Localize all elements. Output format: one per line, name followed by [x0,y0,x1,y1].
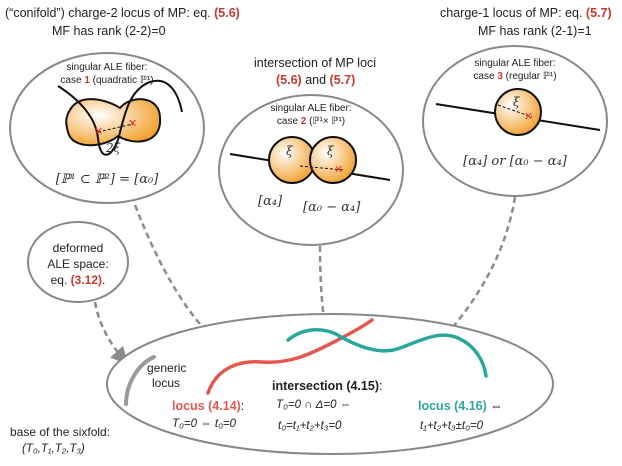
xi-segment [299,165,345,171]
locus-416-curve [286,327,488,378]
singular-point-marker: ✕ [94,125,103,138]
caption-intersection-refs: (5.6) and (5.7) [276,73,355,87]
base-label-line1: base of the sixfold: [10,425,110,439]
bubble-deformed-ale: deformed ALE space: eq. (3.12). [27,221,129,303]
xi-label-right: ξ [327,144,335,158]
caption-charge1-rank: MF has rank (2-1)=1 [478,24,592,38]
locus-416-label: locus (4.16) ⇔ [418,399,503,413]
caption-charge2-rank: MF has rank (2-2)=0 [52,24,166,38]
bubble3-case: case 3 (regular ℙ¹) [473,71,556,82]
bubble3-title: singular ALE fiber: [474,58,555,69]
xi-segment [97,123,134,133]
deformed-line2: ALE space: [47,257,108,271]
bubble-case-3: singular ALE fiber: case 3 (regular ℙ¹) … [422,45,608,197]
p1-sphere-right [309,136,357,184]
bubble2-label-left: [α₄] [258,194,283,209]
bubble2-case: case 2 (ℙ¹× ℙ¹) [277,116,345,127]
singular-point-marker: ✕ [128,117,137,130]
deformed-line3: eq. (3.12). [51,273,106,287]
bubble3-formula: [α₄] or [α₀ − α₄] [463,154,568,169]
fiber-curve [57,79,183,156]
base-ellipse [106,313,554,455]
locus-416-equation: t₁+t₂+t₃±t₀=0 [420,420,484,432]
bubble1-formula: [ℙ¹ ⊂ ℙ²] = [α₀] [56,172,159,187]
xi-label: 2ξ [105,141,122,155]
singular-point-marker: ✕ [524,110,533,123]
base-label-line2: (T₀,T₁,T₂,T₃) [22,443,85,455]
quadratic-p1-shape [65,98,162,147]
generic-locus-line1: generic [147,361,186,375]
generic-locus-curve [124,355,156,406]
xi-label: ξ [513,95,521,109]
locus-414-curve [206,318,374,395]
bubble2-label-right: [α₀ − α₄] [303,200,361,215]
bubble-case-1: singular ALE fiber: case 1 (quadratic ℙ¹… [9,52,205,204]
locus-414-label: locus (4.14): [172,399,244,413]
caption-charge2: (“conifold”) charge-2 locus of MP: eq. (… [5,6,240,20]
bubble-case-2: singular ALE fiber: case 2 (ℙ¹× ℙ¹) ✕ ξ … [218,94,404,246]
singular-point-marker: ✕ [334,163,343,176]
caption-charge1: charge-1 locus of MP: eq. (5.7) [440,6,612,20]
intersection-eq2: t₀=t₁+t₂+t₃=0 [278,420,342,432]
arrow-deformed-to-generic [93,301,129,365]
bubble2-title: singular ALE fiber: [270,103,351,114]
intersection-eq1: T₀=0 ∩ Δ=0 ⇔ [276,399,351,411]
xi-segment [497,104,533,118]
bubble1-title: singular ALE fiber: [66,62,147,73]
bubble1-case: case 1 (quadratic ℙ¹) [60,75,153,86]
intersection-title: intersection (4.15): [272,379,382,393]
generic-locus-line2: locus [152,376,180,390]
xi-label-left: ξ [286,144,294,158]
arrow-case3-to-locus416 [434,196,517,348]
caption-intersection: intersection of MP loci [254,56,376,70]
deformed-line1: deformed [53,241,104,255]
locus-414-equation: T₀=0 ⇔ t₀=0 [172,418,237,430]
